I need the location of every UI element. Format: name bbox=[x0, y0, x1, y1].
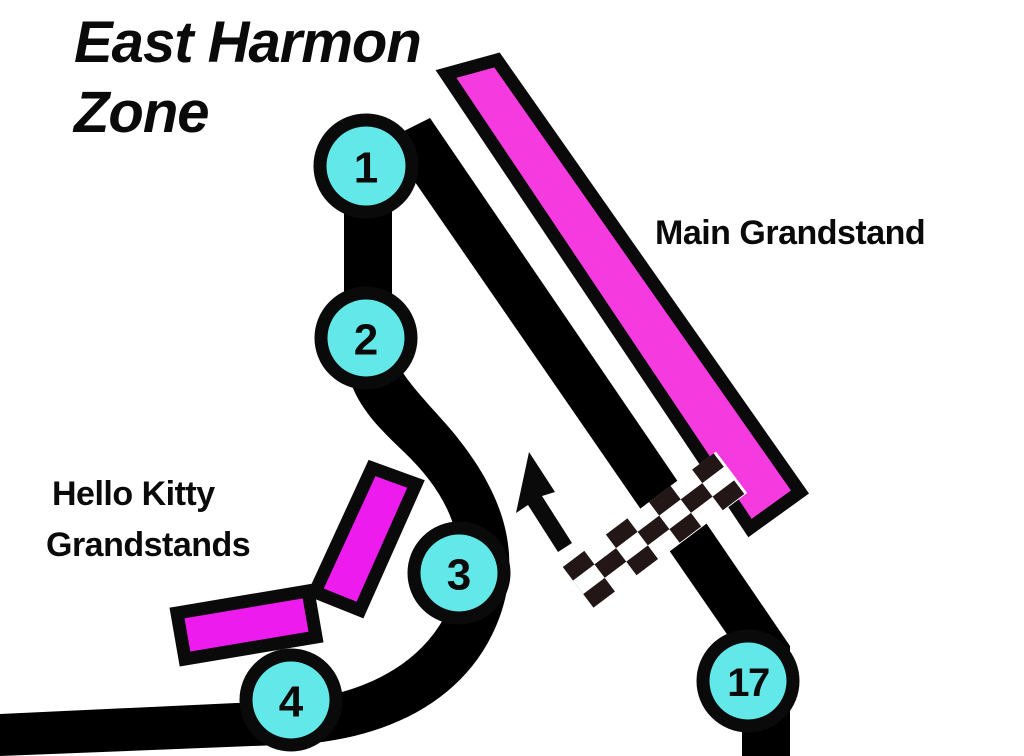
main-grandstand-label: Main Grandstand bbox=[655, 214, 925, 252]
turn-marker-2[interactable]: 2 bbox=[314, 286, 418, 390]
turn-marker-17-label: 17 bbox=[727, 661, 769, 705]
turn-marker-17[interactable]: 17 bbox=[696, 629, 800, 733]
turn-marker-layer: 1 2 3 4 17 bbox=[239, 113, 800, 752]
track-main-straight bbox=[386, 118, 790, 756]
page-title-line1: East Harmon bbox=[74, 10, 421, 75]
race-direction-arrow bbox=[516, 452, 572, 552]
turn-marker-4[interactable]: 4 bbox=[239, 648, 343, 752]
hello-kitty-grandstand-lower-shape bbox=[169, 583, 324, 667]
turn-marker-1[interactable]: 1 bbox=[313, 113, 419, 219]
label-layer: East Harmon Zone Main Grandstand Hello K… bbox=[46, 10, 926, 564]
turn-marker-2-label: 2 bbox=[354, 316, 378, 365]
start-finish-checkered-line bbox=[562, 451, 748, 609]
turn-marker-3-label: 3 bbox=[447, 551, 471, 600]
hello-kitty-grandstands-label-line1: Hello Kitty bbox=[52, 475, 215, 513]
grandstand-layer bbox=[169, 52, 810, 667]
turn-marker-4-label: 4 bbox=[279, 678, 304, 727]
hello-kitty-grandstand-upper-shape bbox=[306, 459, 425, 619]
page-title-line2: Zone bbox=[72, 80, 209, 145]
hello-kitty-grandstands-label-line2: Grandstands bbox=[46, 526, 250, 564]
turn-marker-3[interactable]: 3 bbox=[407, 521, 511, 625]
main-grandstand-shape bbox=[435, 52, 810, 538]
turn-marker-1-label: 1 bbox=[354, 144, 378, 193]
